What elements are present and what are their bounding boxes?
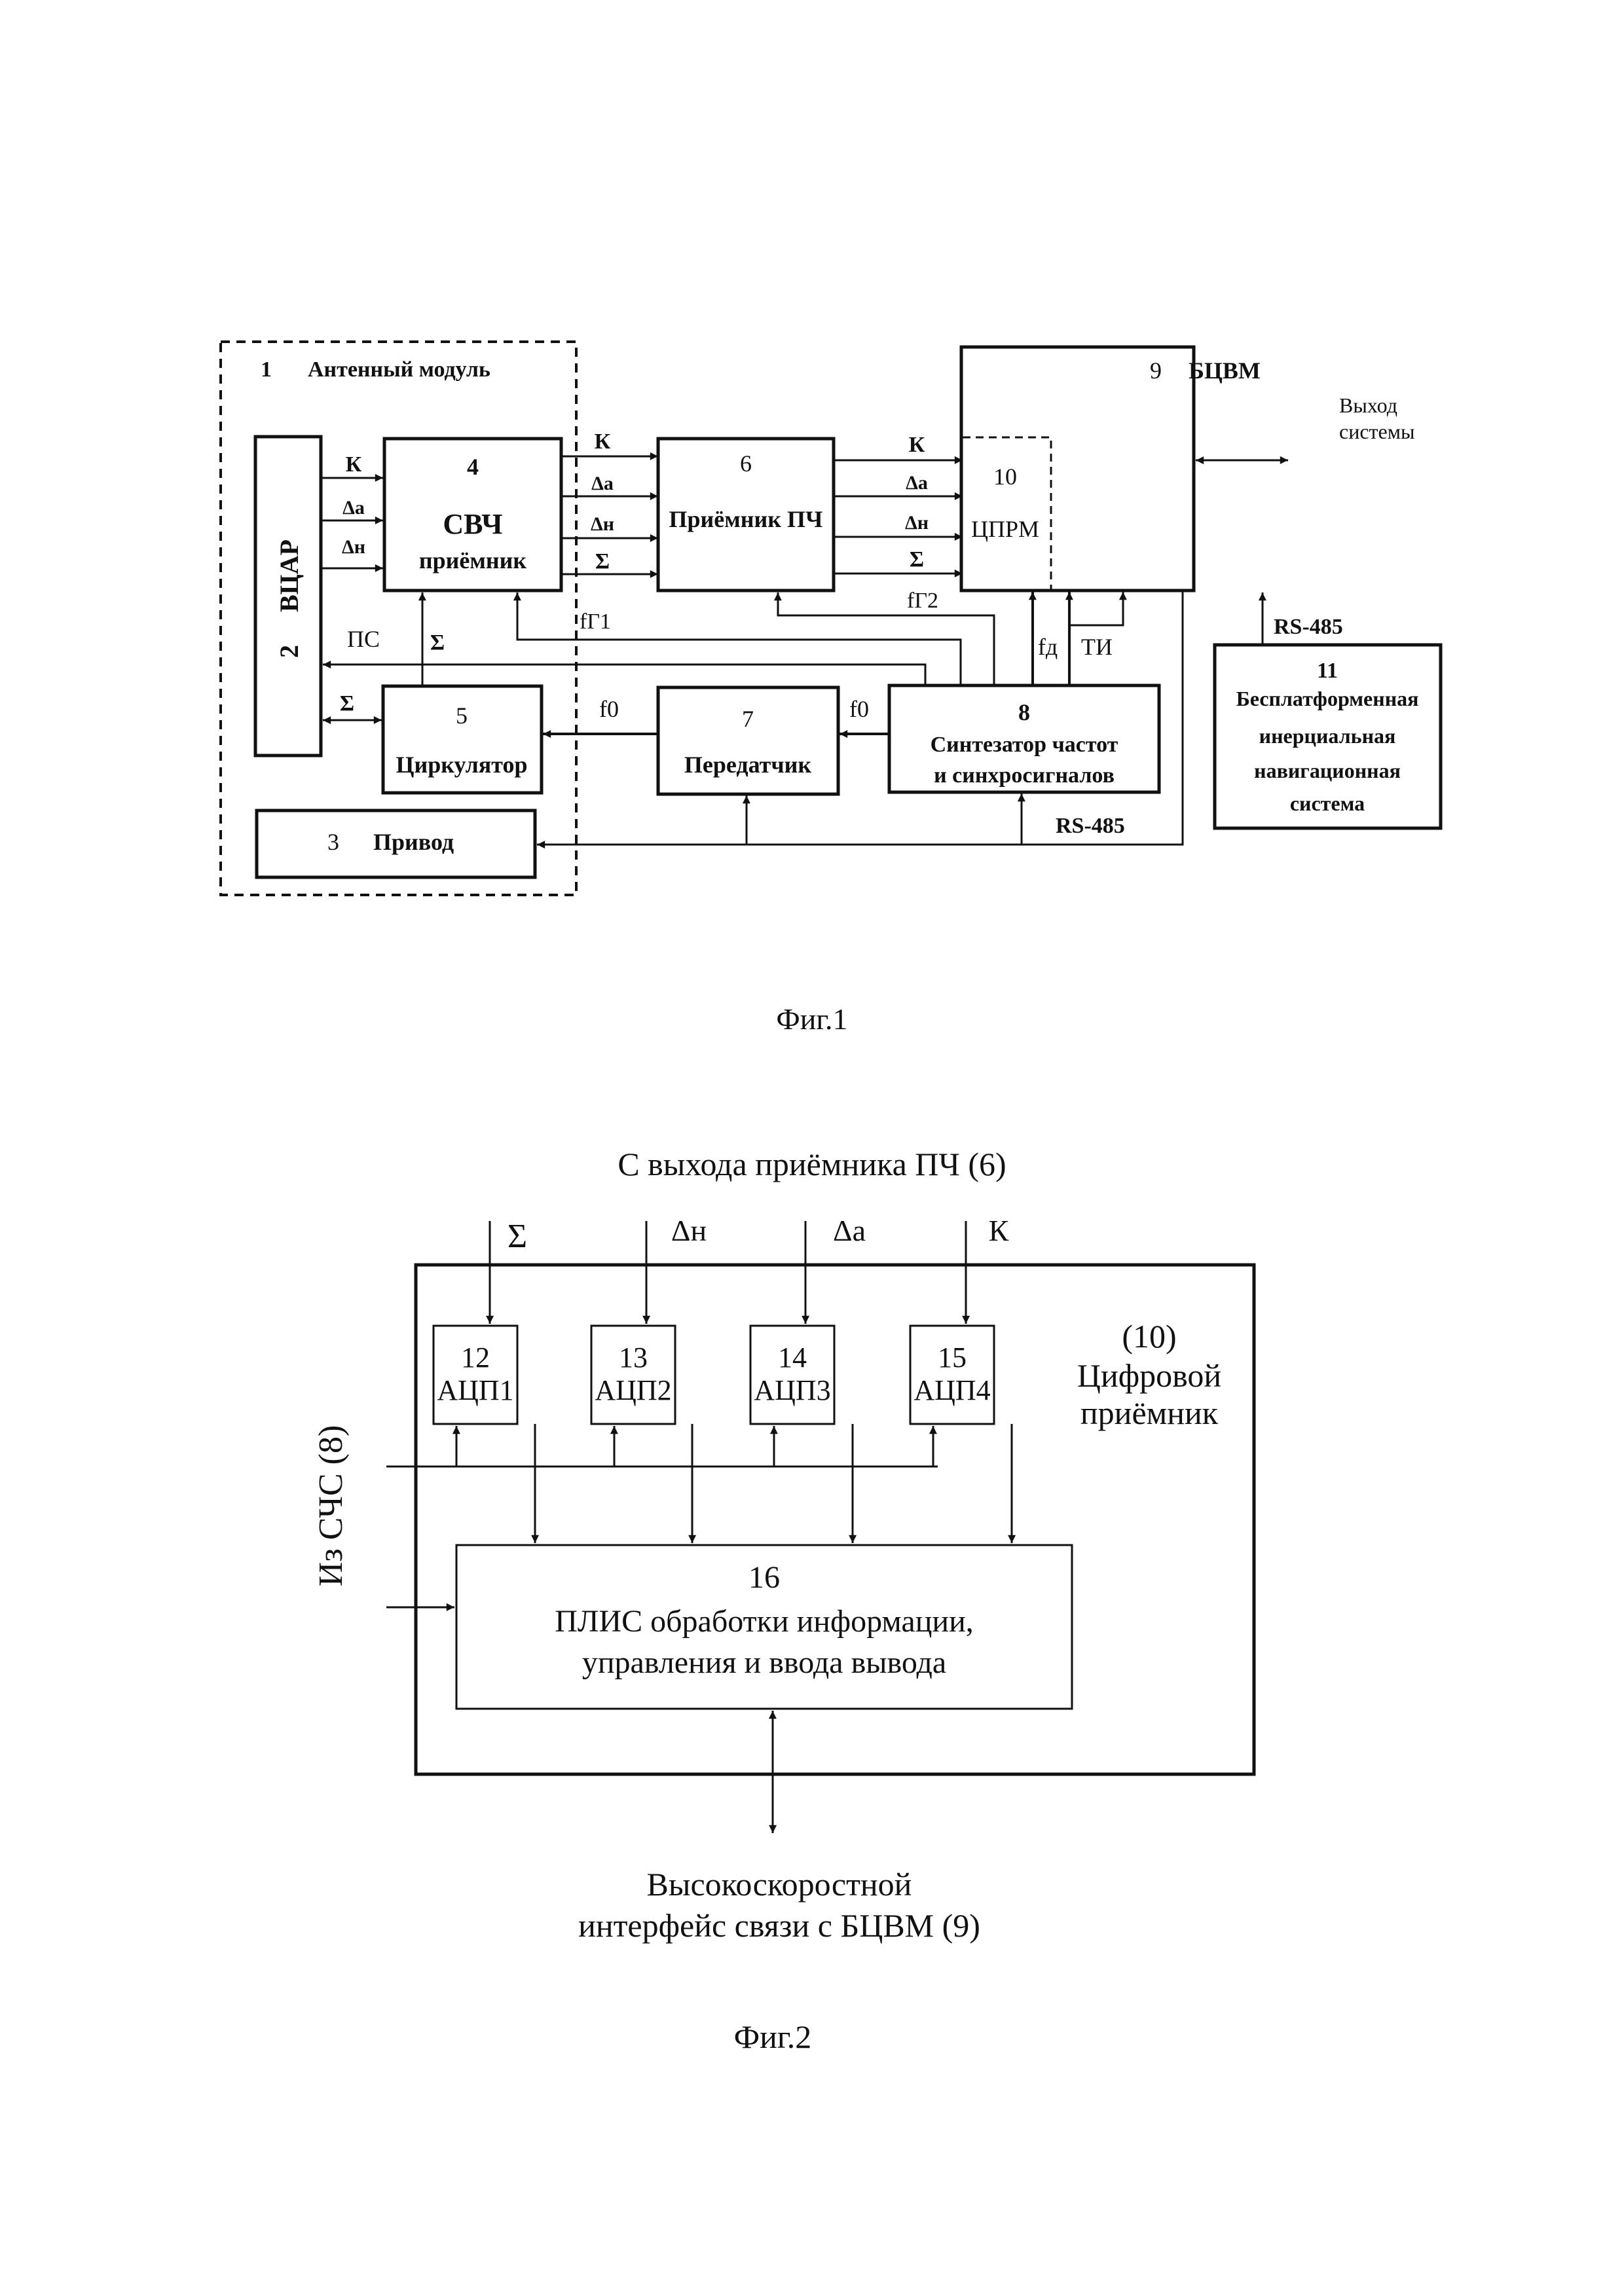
adc3-label: АЦП3	[754, 1374, 830, 1406]
output-line1: Высокоскоростной	[647, 1866, 912, 1903]
input-k-label: К	[989, 1214, 1009, 1247]
signal-rs485-ins: RS-485	[1274, 615, 1343, 639]
signal-fg1: fГ1	[580, 610, 611, 634]
antenna-module-number: 1	[261, 357, 272, 382]
fig1-caption: Фиг.1	[776, 1002, 847, 1036]
line-ps-to-vcar	[323, 665, 925, 685]
block-cprm: 10 ЦПРМ	[963, 437, 1051, 589]
adc4-number: 15	[938, 1341, 967, 1374]
receiver-line1: Цифровой	[1077, 1357, 1221, 1394]
block-svch-receiver: 4 СВЧ приёмник	[384, 439, 561, 591]
ins-line2: инерциальная	[1259, 724, 1396, 748]
signal-ps: ПС	[347, 626, 380, 652]
input-da-label: Δа	[833, 1214, 866, 1247]
block-if-receiver: 6 Приёмник ПЧ	[658, 439, 834, 591]
receiver-line2: приёмник	[1080, 1394, 1219, 1431]
ins-line3: навигационная	[1254, 759, 1401, 782]
svch-line1: СВЧ	[443, 508, 502, 540]
signal-fg2: fГ2	[907, 589, 938, 613]
if-receiver-label: Приёмник ПЧ	[669, 506, 823, 532]
drive-number: 3	[327, 829, 339, 855]
vcar-label: ВЦАР	[274, 539, 304, 612]
input-sum-label: Σ	[507, 1218, 527, 1255]
system-output-line2: системы	[1339, 420, 1414, 443]
bcvm-label: БЦВМ	[1189, 357, 1261, 384]
signal-k: К	[346, 452, 362, 477]
block-drive: 3 Привод	[257, 811, 535, 877]
fpga-line2: управления и ввода вывода	[582, 1645, 946, 1680]
block-transmitter: 7 Передатчик	[658, 687, 838, 794]
signal-k-3: К	[909, 433, 925, 457]
synth-number: 8	[1018, 699, 1030, 725]
transmitter-label: Передатчик	[684, 752, 812, 778]
receiver-number: (10)	[1122, 1318, 1176, 1355]
synth-line2: и синхросигналов	[934, 763, 1115, 788]
signal-sum-circ: Σ	[340, 691, 354, 716]
figure-1: 1 Антенный модуль 2 ВЦАР 4 СВЧ приёмник …	[221, 342, 1441, 1036]
signal-rs485-bus: RS-485	[1056, 814, 1125, 838]
vcar-number: 2	[274, 645, 304, 658]
ins-line4: система	[1290, 792, 1365, 815]
adc1-number: 12	[461, 1341, 490, 1374]
signal-dn-3: Δн	[905, 512, 929, 534]
output-line2: интерфейс связи с БЦВМ (9)	[578, 1907, 980, 1944]
circulator-number: 5	[456, 702, 468, 729]
adc2-number: 13	[619, 1341, 648, 1374]
signal-ti: ТИ	[1081, 634, 1113, 660]
signal-dn-2: Δн	[591, 513, 614, 535]
if-receiver-number: 6	[740, 450, 752, 477]
signal-sum-3: Σ	[910, 547, 924, 572]
block-fpga: 16 ПЛИС обработки информации, управления…	[456, 1545, 1072, 1709]
line-ti-to-bcvm	[1069, 592, 1123, 625]
block-adc2: 13 АЦП2	[591, 1326, 675, 1424]
block-circulator: 5 Циркулятор	[383, 686, 542, 793]
antenna-module-label: Антенный модуль	[308, 357, 490, 382]
adc3-number: 14	[778, 1341, 807, 1374]
fig2-input-title: С выхода приёмника ПЧ (6)	[618, 1146, 1006, 1182]
synth-line1: Синтезатор частот	[931, 733, 1118, 757]
ins-number: 11	[1317, 659, 1338, 683]
block-ins: 11 Бесплатформенная инерциальная навигац…	[1215, 645, 1441, 828]
circulator-label: Циркулятор	[396, 752, 527, 778]
drive-label: Привод	[373, 829, 454, 855]
cprm-number: 10	[993, 464, 1017, 490]
bcvm-number: 9	[1150, 357, 1162, 384]
adc1-label: АЦП1	[437, 1374, 513, 1406]
svch-number: 4	[467, 454, 479, 480]
block-adc1: 12 АЦП1	[434, 1326, 517, 1424]
signal-dn: Δн	[342, 536, 365, 558]
signal-da-2: Δа	[591, 473, 614, 494]
cprm-label: ЦПРМ	[971, 516, 1039, 542]
transmitter-number: 7	[742, 706, 754, 732]
side-input-label: Из СЧС (8)	[312, 1425, 350, 1587]
signal-sum-2: Σ	[595, 549, 610, 574]
signal-f0-2: f0	[849, 696, 869, 722]
signal-da: Δа	[342, 497, 365, 519]
ins-line1: Бесплатформенная	[1236, 687, 1419, 710]
input-dn-label: Δн	[671, 1214, 707, 1247]
signal-f0-1: f0	[599, 696, 619, 722]
block-adc3: 14 АЦП3	[750, 1326, 834, 1424]
system-output-line1: Выход	[1339, 393, 1397, 417]
signal-fd: fд	[1038, 634, 1058, 660]
adc4-label: АЦП4	[913, 1374, 990, 1406]
signal-da-3: Δа	[906, 472, 928, 494]
block-adc4: 15 АЦП4	[910, 1326, 994, 1424]
fpga-line1: ПЛИС обработки информации,	[555, 1604, 974, 1639]
fpga-number: 16	[748, 1560, 780, 1595]
svch-line2: приёмник	[419, 547, 526, 574]
adc2-label: АЦП2	[595, 1374, 671, 1406]
figure-2: С выхода приёмника ПЧ (6) (10) Цифровой …	[312, 1146, 1254, 2055]
fig2-caption: Фиг.2	[734, 2018, 812, 2055]
line-fg1-to-svch	[517, 592, 961, 685]
block-synthesizer: 8 Синтезатор частот и синхросигналов	[889, 685, 1159, 792]
block-vcar: 2 ВЦАР	[255, 437, 321, 756]
signal-sum-up: Σ	[430, 630, 445, 655]
signal-k-2: К	[595, 429, 611, 454]
